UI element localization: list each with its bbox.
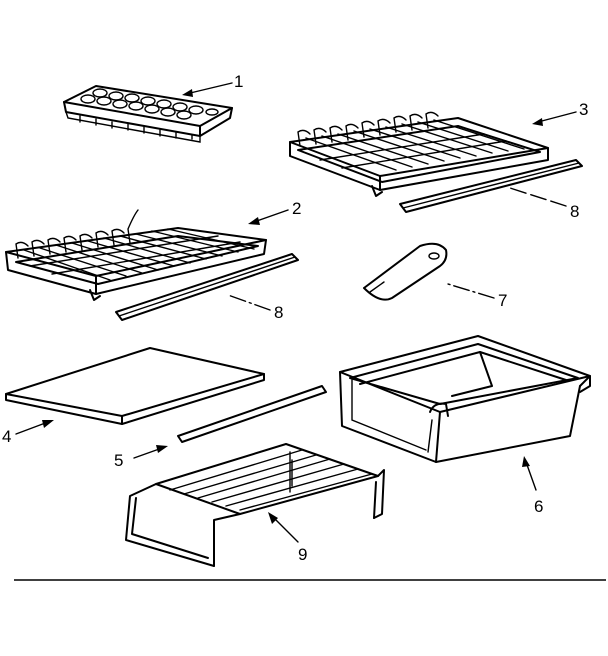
- callout-8-right: 8: [570, 202, 579, 221]
- callout-1: 1: [234, 72, 243, 91]
- leader-lines: [15, 82, 577, 543]
- callout-2: 2: [292, 199, 301, 218]
- callout-6: 6: [534, 497, 543, 516]
- half-shelf-rack-drawing: [125, 443, 385, 567]
- callout-8-left: 8: [274, 303, 283, 322]
- callout-7: 7: [498, 291, 507, 310]
- callout-9: 9: [298, 545, 307, 564]
- glass-shelf-drawing: [5, 347, 265, 425]
- callout-labels: 1 2 3 4 5 6 7 8 8 9: [2, 72, 588, 564]
- scraper-drawing: [363, 242, 448, 301]
- shelf-track-right-drawing: [399, 159, 583, 213]
- shelf-right-drawing: [289, 111, 549, 197]
- callout-3: 3: [579, 100, 588, 119]
- callout-5: 5: [114, 451, 123, 470]
- trim-strip-drawing: [177, 385, 327, 443]
- callout-4: 4: [2, 427, 11, 446]
- shelf-left-drawing: [5, 209, 267, 301]
- crisper-pan-drawing: [339, 335, 591, 463]
- ice-tray-drawing: [63, 85, 233, 143]
- shelf-track-left-drawing: [115, 253, 299, 321]
